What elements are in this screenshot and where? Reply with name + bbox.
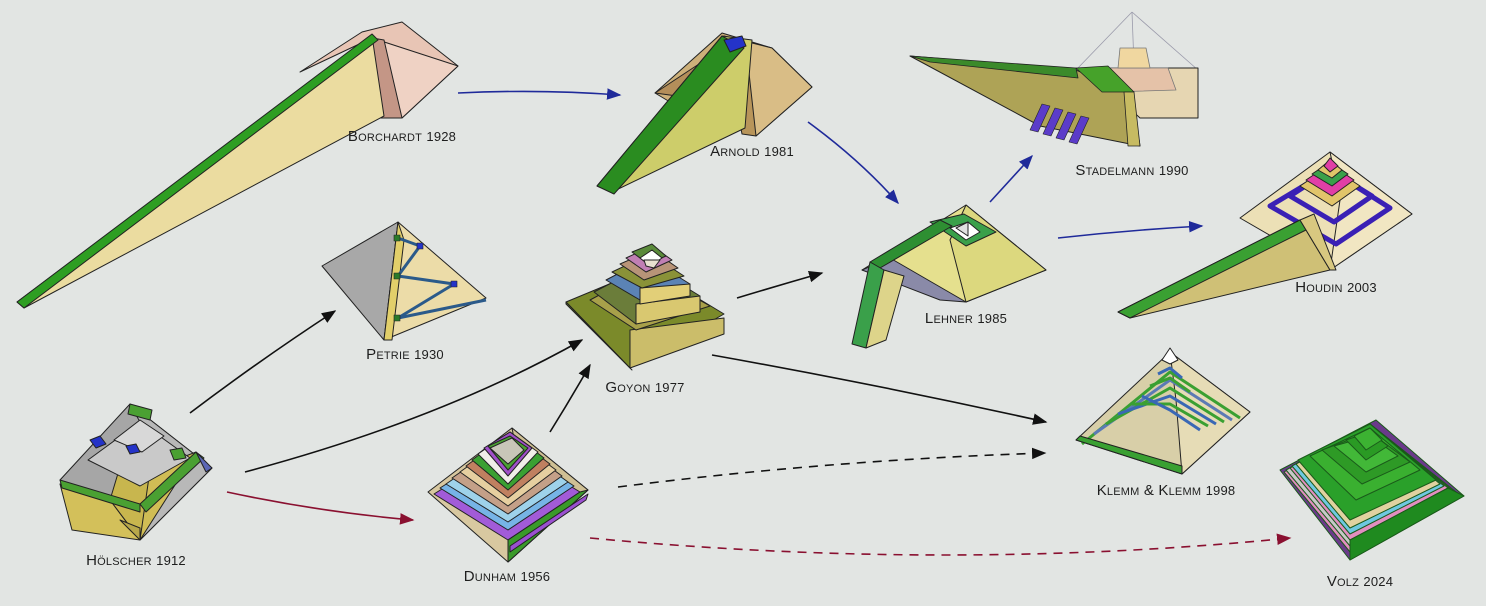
arrow-holscher-goyon — [244, 339, 584, 473]
arrow-goyon-klemm — [711, 354, 1048, 425]
label-borchardt: Borchardt 1928 — [347, 128, 457, 145]
arrow-lehner-stadelmann — [989, 154, 1033, 203]
label-arnold: Arnold 1981 — [710, 143, 794, 160]
label-goyon: Goyon 1977 — [605, 379, 685, 396]
arrows — [189, 88, 1292, 556]
arrow-borchardt-arnold — [457, 88, 622, 100]
arrow-arnold-lehner — [807, 121, 899, 205]
label-houdin: Houdin 2003 — [1295, 279, 1377, 296]
label-stadelmann: Stadelmann 1990 — [1075, 162, 1189, 179]
arrow-holscher-dunham — [226, 491, 415, 525]
arrow-dunham-klemm-dashed — [617, 447, 1047, 488]
label-holscher: Hölscher 1912 — [86, 552, 186, 569]
model-arnold — [596, 32, 813, 195]
model-klemm — [1075, 347, 1251, 475]
model-lehner — [851, 204, 1047, 349]
model-petrie — [321, 221, 487, 341]
arrow-dunham-volz-dashed — [589, 533, 1292, 556]
model-houdin — [1117, 151, 1413, 319]
model-stadelmann — [909, 11, 1199, 147]
model-volz — [1279, 419, 1465, 561]
label-lehner: Lehner 1985 — [924, 310, 1008, 327]
model-goyon — [565, 243, 725, 371]
label-klemm: Klemm & Klemm 1998 — [1096, 482, 1236, 499]
model-holscher — [59, 403, 213, 541]
label-volz: Volz 2024 — [1326, 573, 1394, 590]
model-dunham — [427, 427, 589, 563]
arrow-goyon-lehner — [736, 271, 824, 299]
label-dunham: Dunham 1956 — [463, 568, 551, 585]
arrow-holscher-petrie — [189, 310, 337, 414]
model-borchardt — [16, 21, 459, 309]
arrow-dunham-goyon — [549, 363, 591, 433]
arrow-lehner-houdin — [1057, 220, 1204, 239]
label-petrie: Petrie 1930 — [366, 346, 444, 363]
